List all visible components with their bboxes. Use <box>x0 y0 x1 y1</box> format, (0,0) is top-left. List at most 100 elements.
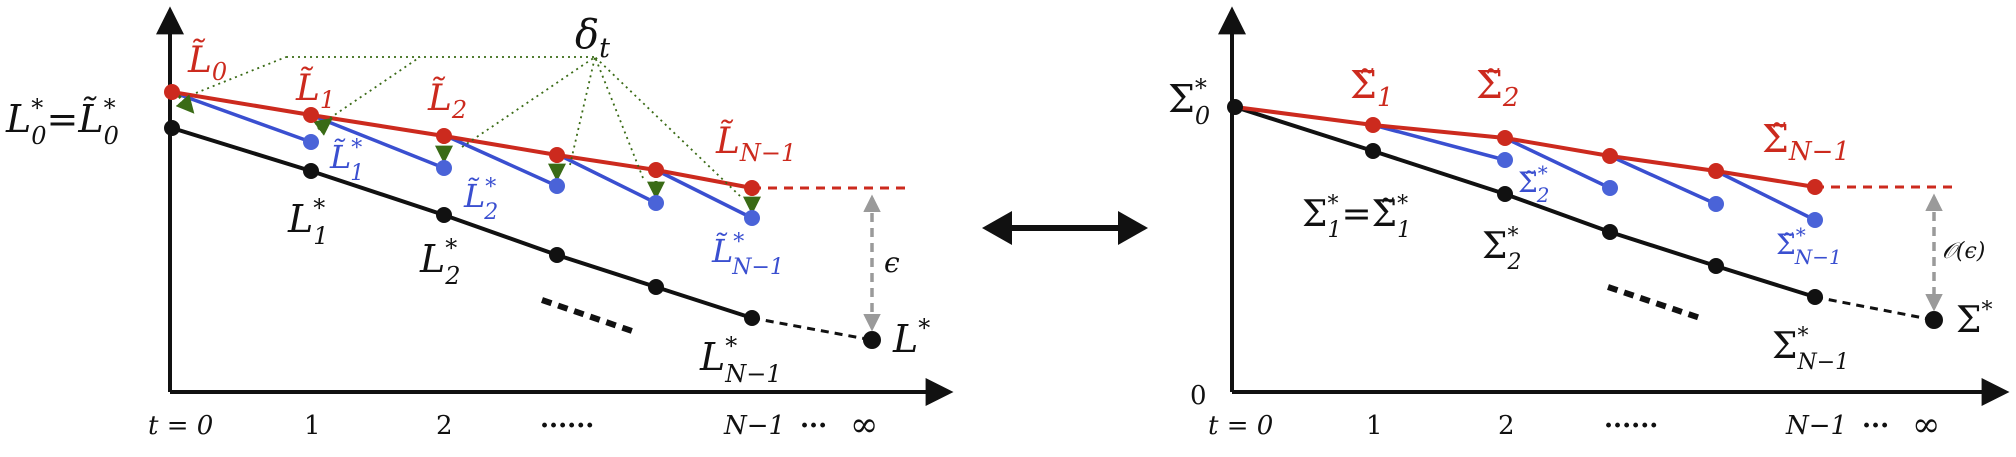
delta-ray <box>195 56 287 94</box>
black-point <box>648 279 664 295</box>
blue-seg <box>443 133 558 188</box>
left-black-line <box>171 126 753 320</box>
left-black-dashed <box>751 316 873 342</box>
delta-ray <box>594 56 644 179</box>
label-L2-star-tilde: L̃*2 <box>463 175 498 225</box>
tick-N-1: N−1 <box>723 411 785 441</box>
right-panel: Σ*0 Σ̃1 Σ̃2 Σ̃N−1 Σ̃*2 Σ̃*N−1 Σ*1=Σ̃*1 Σ… <box>1168 6 2010 445</box>
black-point <box>549 247 565 263</box>
right-x-ticks: t = 0 1 2 ······ N−1 ··· ∞ <box>1208 405 1940 445</box>
black-point <box>863 331 881 349</box>
black-point <box>1708 258 1724 274</box>
blue-point <box>1602 180 1618 196</box>
blue-point <box>549 178 565 194</box>
black-point <box>436 207 452 223</box>
blue-seg <box>1504 136 1611 190</box>
tick-t0: t = 0 <box>1208 411 1273 441</box>
tick-1: 1 <box>1366 411 1383 441</box>
black-point <box>1497 186 1513 202</box>
label-SN1-star: Σ*N−1 <box>1772 324 1849 375</box>
red-point <box>549 147 565 163</box>
black-point <box>1227 99 1243 115</box>
black-point <box>1925 311 1943 329</box>
black-point <box>744 310 760 326</box>
red-point <box>1497 130 1513 146</box>
tick-2: 2 <box>1498 411 1515 441</box>
green-arrow <box>175 94 195 114</box>
red-point <box>744 180 760 196</box>
delta-t-label: δt <box>575 12 610 64</box>
delta-ray <box>569 56 596 166</box>
left-blue-segments <box>171 90 753 220</box>
left-red-points <box>164 84 760 196</box>
blue-point <box>744 210 760 226</box>
right-black-points <box>1227 99 1943 329</box>
label-epsilon: ϵ <box>884 246 900 279</box>
blue-point <box>1708 196 1724 212</box>
label-SN1-star-tilde: Σ̃*N−1 <box>1776 223 1842 269</box>
blue-seg <box>1715 169 1816 222</box>
blue-seg <box>1372 123 1506 162</box>
tick-2: 2 <box>436 411 453 441</box>
label-LN1-star-tilde: L̃*N−1 <box>711 230 784 280</box>
right-red-line <box>1234 105 1816 189</box>
label-L2-star: L*2 <box>419 234 461 290</box>
double-arrow-left-head <box>982 211 1012 245</box>
tick-dots-short: ··· <box>800 411 827 441</box>
label-S2-tilde: Σ̃2 <box>1476 63 1519 113</box>
red-point <box>1708 163 1724 179</box>
label-S1-star-eq: Σ*1=Σ̃*1 <box>1302 192 1411 243</box>
left-delta-rays <box>195 56 741 197</box>
tick-dots: ······ <box>1604 411 1658 441</box>
red-point <box>303 107 319 123</box>
green-arrow <box>313 117 333 136</box>
right-black-line <box>1234 105 1816 299</box>
label-S0-star: Σ*0 <box>1168 74 1210 130</box>
label-L-star: L* <box>892 314 930 361</box>
red-point <box>436 128 452 144</box>
label-L0-tilde: L̃0 <box>187 39 227 86</box>
blue-seg <box>1609 154 1717 206</box>
label-S2-star-tilde: Σ̃*2 <box>1518 161 1550 207</box>
black-point <box>303 163 319 179</box>
delta-ray <box>329 56 421 119</box>
right-blue-points <box>1497 152 1823 228</box>
red-point <box>648 162 664 178</box>
black-point <box>1365 143 1381 159</box>
label-big-o: 𝒪(ϵ) <box>1942 239 1985 264</box>
label-L2-tilde: L̃2 <box>427 77 467 124</box>
label-L1-star: L*1 <box>287 194 329 250</box>
label-S2-star: Σ*2 <box>1482 224 1521 275</box>
tick-infinity: ∞ <box>1912 405 1940 445</box>
red-point <box>1602 148 1618 164</box>
left-black-points <box>164 120 881 349</box>
right-red-points <box>1365 117 1823 195</box>
right-blue-segments <box>1372 123 1816 222</box>
label-L0-star-eq: L*0=L̃*0 <box>5 94 119 150</box>
blue-seg <box>655 168 753 220</box>
label-S-star: Σ* <box>1956 298 1992 341</box>
blue-point <box>436 160 452 176</box>
label-zero: 0 <box>1190 381 1207 411</box>
red-point <box>164 84 180 100</box>
label-LN1-tilde: L̃N−1 <box>715 120 796 167</box>
label-SN1-tilde: Σ̃N−1 <box>1762 117 1850 167</box>
left-blue-points <box>303 134 760 226</box>
label-L1-tilde: L̃1 <box>295 67 335 114</box>
tick-dots-short: ··· <box>1862 411 1889 441</box>
center-double-arrow <box>982 211 1148 245</box>
red-point <box>1807 179 1823 195</box>
blue-seg <box>556 152 657 205</box>
left-red-line <box>171 90 753 190</box>
left-panel: δt L̃0 L̃1 L̃2 L̃N−1 L̃*1 L̃*2 L̃*N−1 L*… <box>5 6 954 445</box>
blue-point <box>1807 212 1823 228</box>
blue-point <box>303 134 319 150</box>
right-black-ellipsis <box>1607 284 1701 321</box>
label-S1-tilde: Σ̃1 <box>1350 63 1393 113</box>
right-black-dashed <box>1814 295 1935 322</box>
double-arrow-right-head <box>1118 211 1148 245</box>
label-LN1-star: L*N−1 <box>699 332 782 388</box>
tick-1: 1 <box>304 411 321 441</box>
